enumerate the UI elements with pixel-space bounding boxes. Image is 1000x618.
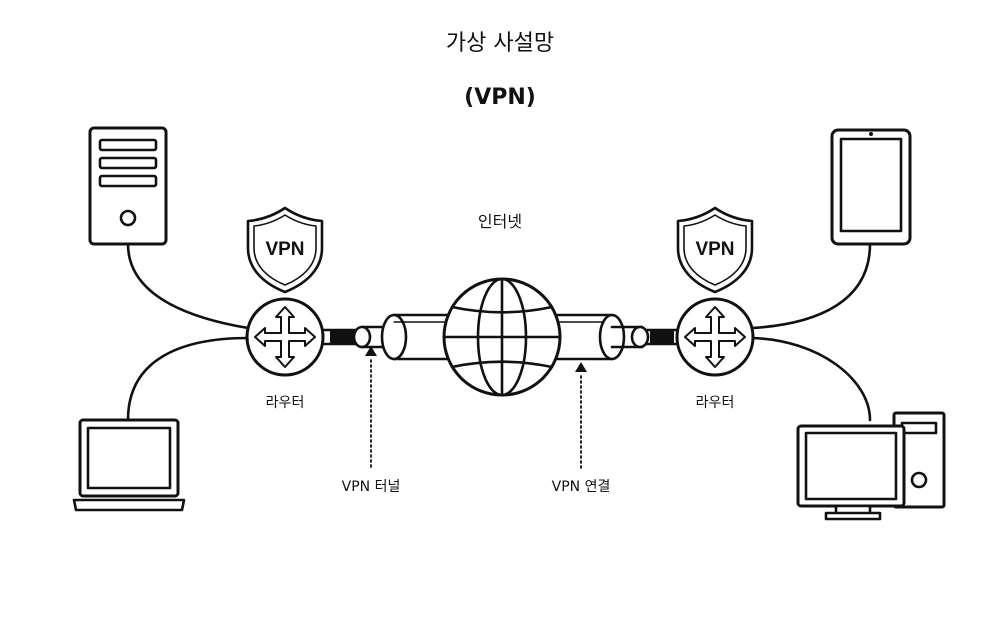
- shield-left-label: VPN: [265, 239, 305, 260]
- tunnel-pipe-right: [546, 313, 650, 361]
- label-vpn-tunnel: VPN 터널: [341, 479, 401, 495]
- router-left-icon: [245, 297, 325, 377]
- shield-left-icon: [246, 206, 324, 294]
- router-right-icon: [675, 297, 755, 377]
- cable-laptop-router-left: [126, 336, 250, 422]
- diagram-subtitle: (VPN): [464, 85, 536, 110]
- tunnel-pipe-left: [352, 313, 458, 361]
- label-router-right: 라우터: [695, 395, 735, 411]
- shield-right-label: VPN: [695, 239, 735, 260]
- arrow-up-icon: [365, 346, 377, 356]
- arrow-up-icon: [575, 362, 587, 372]
- desktop-computer-icon: [796, 411, 946, 521]
- globe-icon: [442, 277, 562, 397]
- pointer-vpn-tunnel: [365, 346, 377, 471]
- cable-left-to-tunnel: [320, 328, 358, 346]
- label-vpn-connection: VPN 연결: [551, 479, 611, 495]
- label-router-left: 라우터: [265, 395, 305, 411]
- server-tower-icon: [88, 126, 168, 246]
- laptop-icon: [72, 418, 186, 512]
- shield-right-icon: [676, 206, 754, 294]
- cable-router-right-tablet: [750, 242, 872, 330]
- label-internet: 인터넷: [477, 212, 523, 231]
- pointer-vpn-connection: [575, 362, 587, 471]
- cable-server-router-left: [126, 242, 250, 330]
- diagram-title: 가상 사설망: [445, 31, 555, 56]
- cable-router-right-desktop: [750, 336, 872, 422]
- tablet-icon: [830, 128, 912, 246]
